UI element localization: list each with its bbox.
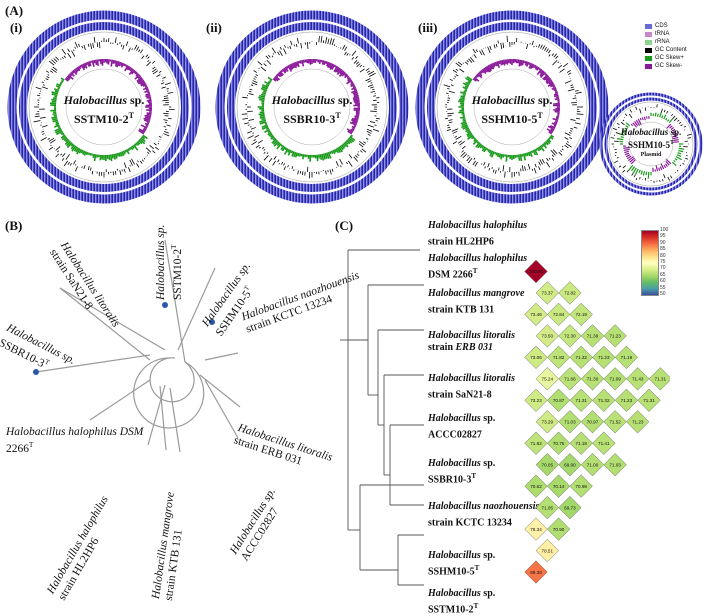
heatmap-value: 89.39 xyxy=(530,570,542,575)
heatmap-value: 72.19 xyxy=(575,312,587,317)
legend-item: rRNA xyxy=(645,38,687,46)
legend-swatch xyxy=(645,24,652,29)
colorbar-tick: 50 xyxy=(660,291,668,297)
heatmap-value: 71.30 xyxy=(587,377,599,382)
legend-item: CDS xyxy=(645,22,687,30)
heatmap-value: 100.00 xyxy=(529,269,543,274)
heatmap-value: 69.90 xyxy=(564,462,576,467)
legend-item: GC Skew- xyxy=(645,62,687,70)
heatmap-value: 71.43 xyxy=(632,377,644,382)
colorbar-gradient xyxy=(641,230,659,296)
heatmap-taxon-label: Halobacillus sp.SSTM10-2T xyxy=(428,588,495,616)
heatmap-value: 70.62 xyxy=(530,484,542,489)
heatmap-value: 71.19 xyxy=(621,355,633,360)
heatmap-value: 71.31 xyxy=(643,398,655,403)
heatmap-value: 71.23 xyxy=(609,334,621,339)
legend-swatch xyxy=(645,32,652,37)
heatmap-value: 70.98 xyxy=(575,484,587,489)
panel-c-dendrogram xyxy=(340,220,430,600)
legend-label: tRNA xyxy=(655,30,669,38)
heatmap-value: 69.73 xyxy=(564,505,576,510)
legend-label: GC Skew+ xyxy=(655,54,684,62)
heatmap-value: 71.66 xyxy=(564,377,576,382)
heatmap-value: 71.39 xyxy=(587,334,599,339)
heatmap-value: 78.34 xyxy=(530,527,542,532)
heatmap-value: 73.23 xyxy=(530,398,542,403)
heatmap-value: 73.06 xyxy=(530,355,542,360)
heatmap-value: 71.23 xyxy=(598,355,610,360)
heatmap-value: 70.90 xyxy=(553,527,565,532)
heatmap-value: 71.82 xyxy=(530,441,542,446)
heatmap-value: 73.50 xyxy=(542,334,554,339)
heatmap-value: 72.84 xyxy=(553,312,565,317)
heatmap-value: 71.18 xyxy=(575,441,587,446)
legend-label: rRNA xyxy=(655,38,670,46)
legend-label: GC Skew- xyxy=(655,62,682,70)
heatmap-value: 70.14 xyxy=(553,484,565,489)
heatmap-value: 70.75 xyxy=(553,441,565,446)
heatmap-value: 71.00 xyxy=(587,462,599,467)
legend-label: CDS xyxy=(655,22,668,30)
legend-label: GC Content xyxy=(655,46,687,54)
legend-swatch xyxy=(645,56,652,61)
heatmap-value: 70.05 xyxy=(542,462,554,467)
legend-item: tRNA xyxy=(645,30,687,38)
heatmap-value: 73.46 xyxy=(530,312,542,317)
heatmap-value: 73.37 xyxy=(542,291,554,296)
heatmap-value: 71.03 xyxy=(564,419,576,424)
heatmap-value: 71.31 xyxy=(655,377,667,382)
legend-swatch xyxy=(645,64,652,69)
heatmap-taxon-label: Halobacillus sp.SSHM10-5T xyxy=(428,550,495,578)
legend-swatch xyxy=(645,48,652,53)
heatmap-value: 71.32 xyxy=(598,398,610,403)
genome-ii-name: Halobacillus sp. SSBR10-3T xyxy=(262,93,362,127)
legend-item: GC Skew+ xyxy=(645,54,687,62)
legend-swatch xyxy=(645,40,652,45)
plasmid-name: Halobacillus sp. SSHM10-5T Plasmid xyxy=(611,127,691,159)
heatmap-taxon-label: Halobacillus sp.SSBR10-3T xyxy=(428,458,495,486)
heatmap-value: 78.51 xyxy=(542,548,554,553)
heatmap-value: 71.32 xyxy=(575,355,587,360)
heatmap-value: 71.03 xyxy=(609,462,621,467)
heatmap-value: 72.30 xyxy=(564,334,576,339)
heatmap-value: 71.31 xyxy=(575,398,587,403)
genome-i-name: Halobacillus sp. SSTM10-2T xyxy=(54,93,154,127)
heatmap-value: 71.41 xyxy=(598,441,610,446)
heatmap-value: 70.97 xyxy=(587,419,599,424)
heatmap-value: 75.24 xyxy=(542,377,554,382)
heatmap-taxon-label: Halobacillus sp.ACCC02827 xyxy=(428,413,495,441)
heatmap-value: 71.23 xyxy=(632,419,644,424)
heatmap-value: 70.87 xyxy=(553,398,565,403)
heatmap-value: 71.52 xyxy=(609,419,621,424)
tree-leaf-sstm: Halobacillus sp. SSTM10-2T xyxy=(155,225,185,300)
heatmap-value: 72.82 xyxy=(564,291,576,296)
genome-iii-name: Halobacillus sp. SSHM10-5T xyxy=(462,93,562,127)
heatmap-value: 71.05 xyxy=(542,505,554,510)
heatmap-value: 73.29 xyxy=(542,419,554,424)
heatmap-value: 71.23 xyxy=(621,398,633,403)
heatmap-value: 71.82 xyxy=(553,355,565,360)
legend-item: GC Content xyxy=(645,46,687,54)
tree-leaf-dsm2266: Halobacillus halophilus DSM 2266T xyxy=(6,426,143,456)
heatmap-value: 71.09 xyxy=(609,377,621,382)
